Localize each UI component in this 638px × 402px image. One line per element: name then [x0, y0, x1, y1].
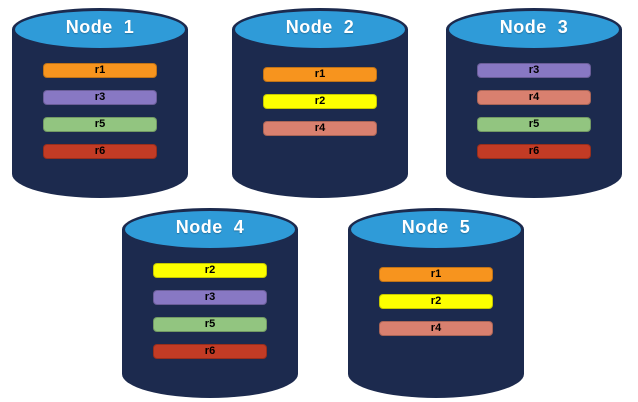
node-3-replica-r5: r5	[477, 117, 591, 132]
replica-label: r2	[430, 295, 442, 307]
node-3-cylinder-body	[446, 29, 622, 198]
node-3-cylinder-top	[446, 8, 622, 51]
replica-label: r5	[528, 118, 540, 130]
replica-label: r1	[314, 68, 326, 80]
node-2-cylinder-top	[232, 8, 408, 51]
node-5-title: Node 5	[401, 217, 471, 237]
node-4-replica-list: r2 r3 r5 r6	[153, 263, 267, 371]
replica-label: r6	[94, 145, 106, 157]
node-4: Node 4 r2 r3 r5 r6	[122, 208, 298, 398]
node-5-cylinder-top	[348, 208, 524, 251]
node-1-title: Node 1	[65, 17, 135, 37]
node-3-replica-r4: r4	[477, 90, 591, 105]
replica-label: r4	[314, 122, 326, 134]
node-5-cylinder-body	[348, 229, 524, 398]
node-5: Node 5 r1 r2 r4	[348, 208, 524, 398]
replica-label: r6	[528, 145, 540, 157]
node-1-replica-r5: r5	[43, 117, 157, 132]
node-1: Node 1 r1 r3 r5 r6	[12, 8, 188, 198]
node-1-cylinder-body	[12, 29, 188, 198]
node-2-replica-r2: r2	[263, 94, 377, 109]
replica-label: r3	[94, 91, 106, 103]
replica-label: r6	[204, 345, 216, 357]
node-5-replica-r2: r2	[379, 294, 493, 309]
node-3-replica-r3: r3	[477, 63, 591, 78]
node-5-replica-list: r1 r2 r4	[379, 267, 493, 348]
replica-label: r3	[204, 291, 216, 303]
node-5-replica-r1: r1	[379, 267, 493, 282]
node-2-cylinder-body	[232, 29, 408, 198]
replica-label: r2	[204, 264, 216, 276]
node-4-replica-r2: r2	[153, 263, 267, 278]
node-4-cylinder-body	[122, 229, 298, 398]
node-5-replica-r4: r4	[379, 321, 493, 336]
replica-label: r4	[528, 91, 540, 103]
node-3-replica-list: r3 r4 r5 r6	[477, 63, 591, 171]
node-1-replica-list: r1 r3 r5 r6	[43, 63, 157, 171]
node-3: Node 3 r3 r4 r5 r6	[446, 8, 622, 198]
node-4-replica-r6: r6	[153, 344, 267, 359]
node-2: Node 2 r1 r2 r4	[232, 8, 408, 198]
node-2-replica-r1: r1	[263, 67, 377, 82]
replica-label: r5	[94, 118, 106, 130]
node-2-replica-r4: r4	[263, 121, 377, 136]
node-1-replica-r3: r3	[43, 90, 157, 105]
node-4-replica-r3: r3	[153, 290, 267, 305]
node-1-replica-r6: r6	[43, 144, 157, 159]
replica-label: r2	[314, 95, 326, 107]
node-1-cylinder-top	[12, 8, 188, 51]
replica-label: r1	[430, 268, 442, 280]
replica-label: r1	[94, 64, 106, 76]
node-2-title: Node 2	[285, 17, 355, 37]
replica-label: r5	[204, 318, 216, 330]
replica-label: r4	[430, 322, 442, 334]
node-4-cylinder-top	[122, 208, 298, 251]
node-2-replica-list: r1 r2 r4	[263, 67, 377, 148]
node-3-replica-r6: r6	[477, 144, 591, 159]
node-4-replica-r5: r5	[153, 317, 267, 332]
node-3-title: Node 3	[499, 17, 569, 37]
node-4-title: Node 4	[175, 217, 245, 237]
node-1-replica-r1: r1	[43, 63, 157, 78]
replica-label: r3	[528, 64, 540, 76]
